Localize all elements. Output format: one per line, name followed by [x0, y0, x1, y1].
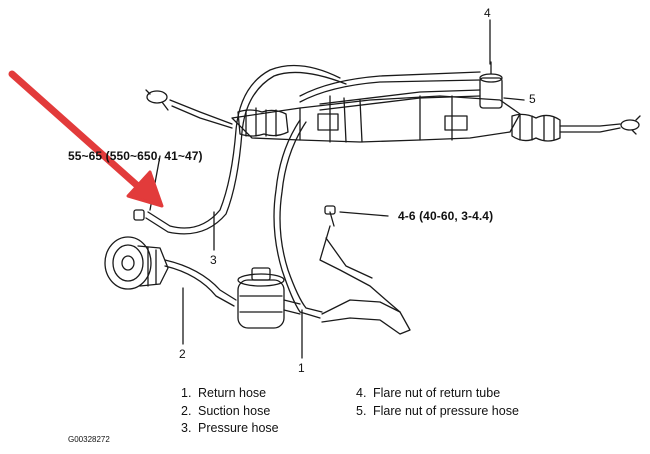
legend-item: 3. Pressure hose	[181, 420, 279, 438]
legend-label: Return hose	[198, 386, 267, 400]
legend-number: 4.	[356, 386, 367, 400]
reservoir	[237, 267, 301, 329]
part-number-5: 5	[529, 92, 536, 106]
return-tube-bracket	[319, 205, 401, 313]
part-number-2: 2	[179, 347, 186, 361]
legend-right: 4. Flare nut of return tube 5. Flare nut o…	[356, 385, 519, 420]
legend-left: 1. Return hose 2. Suction hose 3. Pressure …	[181, 385, 279, 438]
torque-callout-hose: 55~65 (550~650, 41~47)	[68, 149, 203, 163]
legend-label: Pressure hose	[198, 421, 279, 435]
legend-label: Flare nut of return tube	[373, 386, 501, 400]
legend-item: 4. Flare nut of return tube	[356, 385, 519, 403]
legend-number: 5.	[356, 403, 367, 418]
left-tie-rod	[145, 89, 289, 137]
part-number-3: 3	[210, 253, 217, 267]
part-number-4: 4	[484, 6, 491, 20]
power-steering-pump	[104, 209, 169, 290]
suction-hose	[164, 259, 237, 307]
legend-number: 3.	[181, 421, 192, 435]
leader-lines	[149, 19, 525, 359]
legend-label: Suction hose	[198, 403, 271, 418]
red-arrow-icon	[8, 70, 164, 208]
part-number-1: 1	[298, 361, 305, 375]
pressure-hose	[145, 64, 347, 235]
legend-item: 1. Return hose	[181, 385, 279, 403]
legend-item: 5. Flare nut of pressure hose	[356, 403, 519, 421]
legend-label: Flare nut of pressure hose	[373, 403, 519, 418]
torque-callout-flare: 4-6 (40-60, 3-4.4)	[398, 209, 494, 223]
valve-body	[299, 61, 503, 111]
figure-id: G00328272	[68, 435, 110, 444]
right-tie-rod	[511, 113, 641, 142]
steering-rack	[231, 95, 521, 143]
legend-number: 1.	[181, 386, 192, 400]
return-hose	[273, 119, 411, 335]
legend-item: 2. Suction hose	[181, 403, 279, 421]
legend-number: 2.	[181, 403, 192, 418]
